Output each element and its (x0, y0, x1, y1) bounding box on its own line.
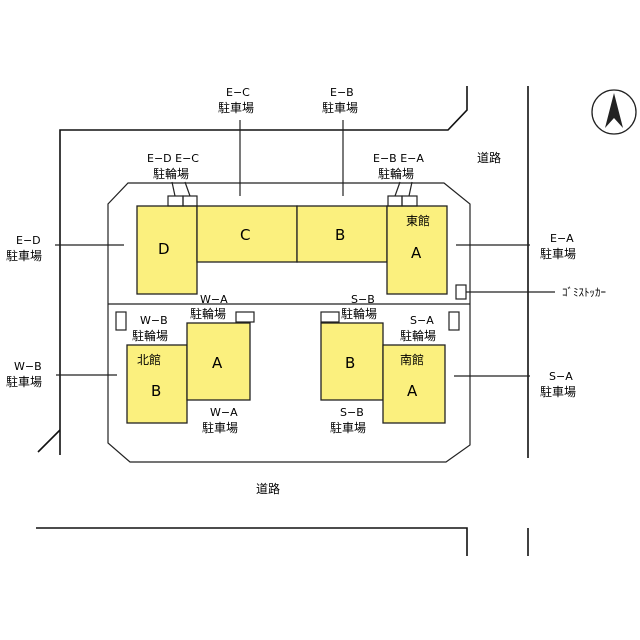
bike-rack-ec (182, 195, 198, 207)
label-north-title: 北館 (137, 352, 161, 367)
building-a-east (386, 205, 448, 295)
bicycle-wb-code: W−B (140, 314, 168, 327)
label-a-north: A (212, 354, 223, 372)
parking-ed-name: 駐車場 (6, 248, 42, 263)
bicycle-sb-code: S−B (351, 293, 375, 306)
bike-rack-sb (320, 311, 340, 323)
bicycle-ed-ec-name: 駐輪場 (153, 166, 189, 181)
parking-sb-name: 駐車場 (330, 420, 366, 435)
building-a-north (186, 322, 251, 401)
road-label-south: 道路 (256, 481, 280, 496)
label-south-title: 南館 (400, 352, 424, 367)
garbage-stocker-label: ｺﾞﾐｽﾄｯｶｰ (562, 286, 606, 299)
parking-sa-code: S−A (549, 370, 573, 383)
parking-sa-name: 駐車場 (540, 384, 576, 399)
parking-ed-code: E−D (16, 234, 41, 247)
road-north-edge (59, 86, 468, 455)
parking-ec-name: 駐車場 (218, 100, 254, 115)
parking-sb-code: S−B (340, 406, 364, 419)
bicycle-eb-ea-code: E−B E−A (373, 152, 424, 165)
bike-rack-sa (448, 311, 460, 331)
label-b-south: B (345, 354, 355, 372)
parking-eb-name: 駐車場 (322, 100, 358, 115)
label-a-east: A (411, 244, 422, 262)
label-c: C (240, 226, 250, 244)
building-a-south (382, 344, 446, 424)
bicycle-sa-name: 駐輪場 (400, 328, 436, 343)
road-west-diagonal (37, 429, 61, 453)
north-arrow-icon (591, 89, 637, 135)
leader-lines (55, 120, 555, 377)
parking-ea-name: 駐車場 (540, 246, 576, 261)
bike-rack-eb (387, 195, 403, 207)
bicycle-sb-name: 駐輪場 (341, 306, 377, 321)
bike-rack-wa (235, 311, 255, 323)
bike-rack-wb (115, 311, 127, 331)
parking-wa-code: W−A (210, 406, 238, 419)
parking-ea-code: E−A (550, 232, 574, 245)
bicycle-wb-name: 駐輪場 (132, 328, 168, 343)
parking-wb-code: W−B (14, 360, 42, 373)
road-label-north: 道路 (477, 150, 501, 165)
bicycle-sa-code: S−A (410, 314, 434, 327)
parking-wa-name: 駐車場 (202, 420, 238, 435)
site-boundary (107, 182, 471, 463)
roads (36, 86, 529, 556)
lower-wings (115, 284, 467, 424)
label-b-east: B (335, 226, 345, 244)
bicycle-eb-ea-name: 駐輪場 (378, 166, 414, 181)
bicycle-wa-name: 駐輪場 (190, 306, 226, 321)
label-east-title: 東館 (406, 213, 430, 228)
bike-rack-ea (401, 195, 418, 207)
label-a-south: A (407, 382, 418, 400)
garbage-box (455, 284, 467, 300)
bike-rack-ed (167, 195, 184, 207)
bicycle-wa-code: W−A (200, 293, 228, 306)
parking-eb-code: E−B (330, 86, 354, 99)
road-south-edge (36, 527, 468, 556)
label-b-north: B (151, 382, 161, 400)
building-d (136, 205, 198, 295)
label-d: D (158, 240, 170, 258)
building-b-south (320, 322, 384, 401)
bicycle-ed-ec-code: E−D E−C (147, 152, 199, 165)
parking-wb-name: 駐車場 (6, 374, 42, 389)
building-c (196, 205, 298, 263)
parking-ec-code: E−C (226, 86, 250, 99)
east-wing (136, 195, 448, 295)
